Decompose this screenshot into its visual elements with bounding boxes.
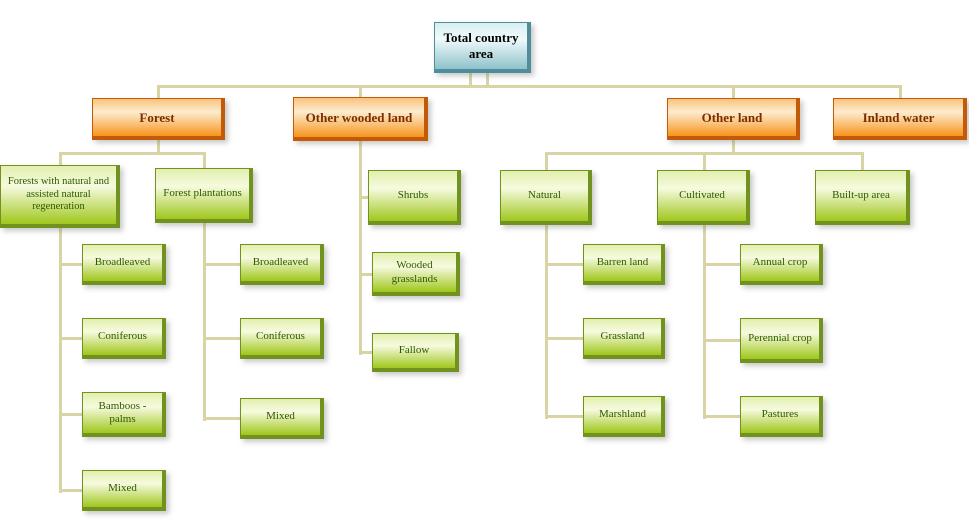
node-fallow-label: Fallow — [398, 344, 430, 357]
connector-stub-fn-mixed — [62, 489, 82, 492]
node-perennial-crop-label: Perennial crop — [748, 332, 812, 345]
node-forest-plantations-label: Forest plantations — [163, 187, 242, 200]
node-fn-coniferous-label: Coniferous — [98, 330, 147, 343]
node-annual-crop-label: Annual crop — [752, 256, 808, 269]
connector-other-land-down — [732, 140, 735, 152]
connector-cultivated-spine — [703, 225, 706, 419]
node-barren-land-label: Barren land — [596, 256, 649, 269]
node-wooded-grasslands-label: Wooded grasslands — [391, 259, 438, 285]
connector-stub-pastures — [706, 415, 740, 418]
connector-forests-natural-spine — [59, 228, 62, 493]
node-fn-broadleaved-label: Broadleaved — [94, 256, 151, 269]
connector-stub-fp-mixed — [206, 417, 240, 420]
node-marshland: Marshland — [583, 396, 665, 437]
node-fp-mixed: Mixed — [240, 398, 324, 439]
connector-natural-spine — [545, 225, 548, 419]
connector-stub-grassland — [548, 337, 583, 340]
connector-stub-perennial-crop — [706, 339, 740, 342]
node-natural: Natural — [500, 170, 592, 225]
node-total-country-area: Total country area — [434, 22, 531, 73]
node-fn-bamboos-palms-label: Bamboos - palms — [98, 399, 147, 425]
node-barren-land: Barren land — [583, 244, 665, 285]
node-fp-coniferous: Coniferous — [240, 318, 324, 359]
node-forest: Forest — [92, 98, 225, 140]
node-other-wooded-land: Other wooded land — [293, 97, 428, 141]
connector-stub-fp-coniferous — [206, 337, 240, 340]
node-forests-natural: Forests with natural and assisted natura… — [0, 165, 120, 228]
node-inland-water: Inland water — [833, 98, 967, 140]
connector-stub-annual-crop — [706, 263, 740, 266]
node-fn-bamboos-palms: Bamboos - palms — [82, 392, 166, 437]
node-grassland: Grassland — [583, 318, 665, 359]
connector-stub-fp-broadleaved — [206, 263, 240, 266]
node-fn-mixed-label: Mixed — [108, 482, 137, 495]
node-fallow: Fallow — [372, 333, 459, 372]
node-forests-natural-label: Forests with natural and assisted natura… — [7, 175, 110, 213]
connector-drop-cultivated — [703, 152, 706, 170]
connector-stub-fn-bamboos — [62, 413, 82, 416]
connector-drop-forest-plantations — [203, 152, 206, 168]
connector-stub-shrubs — [362, 196, 368, 199]
node-fn-mixed: Mixed — [82, 470, 166, 511]
node-natural-label: Natural — [528, 189, 561, 202]
node-marshland-label: Marshland — [598, 408, 647, 421]
node-fn-coniferous: Coniferous — [82, 318, 166, 359]
connector-forest-bus — [59, 152, 206, 155]
node-fn-broadleaved: Broadleaved — [82, 244, 166, 285]
node-grassland-label: Grassland — [600, 330, 645, 343]
node-cultivated-label: Cultivated — [679, 189, 725, 202]
node-pastures-label: Pastures — [761, 408, 799, 421]
connector-owl-spine — [359, 141, 362, 355]
node-built-up-area: Built-up area — [815, 170, 910, 225]
node-annual-crop: Annual crop — [740, 244, 823, 285]
connector-stub-barren-land — [548, 263, 583, 266]
node-inland-water-label: Inland water — [862, 109, 935, 125]
node-other-land: Other land — [667, 98, 800, 140]
node-wooded-grasslands: Wooded grasslands — [372, 252, 460, 296]
connector-stub-fallow — [362, 351, 372, 354]
connector-drop-inland-water — [899, 85, 902, 98]
node-built-up-area-label: Built-up area — [832, 189, 890, 202]
connector-drop-other-wooded-land — [359, 85, 362, 97]
node-shrubs: Shrubs — [368, 170, 461, 225]
node-fp-mixed-label: Mixed — [266, 410, 295, 423]
node-forest-plantations: Forest plantations — [155, 168, 253, 223]
node-other-land-label: Other land — [701, 109, 763, 125]
connector-drop-natural — [545, 152, 548, 170]
node-other-wooded-land-label: Other wooded land — [305, 109, 413, 125]
connector-forest-down — [157, 140, 160, 152]
node-perennial-crop: Perennial crop — [740, 318, 823, 363]
node-pastures: Pastures — [740, 396, 823, 437]
node-cultivated: Cultivated — [657, 170, 750, 225]
connector-root-stub-left — [469, 73, 472, 87]
connector-stub-wooded-grasslands — [362, 273, 372, 276]
connector-drop-other-land — [732, 85, 735, 98]
node-fp-broadleaved-label: Broadleaved — [252, 256, 309, 269]
connector-stub-fn-broadleaved — [62, 263, 82, 266]
node-total-country-area-label: Total country area — [443, 30, 519, 61]
node-shrubs-label: Shrubs — [397, 189, 429, 202]
connector-level2-bus — [157, 85, 902, 88]
connector-stub-fn-coniferous — [62, 337, 82, 340]
connector-drop-forests-natural — [59, 152, 62, 165]
connector-stub-marshland — [548, 415, 583, 418]
node-fp-broadleaved: Broadleaved — [240, 244, 324, 285]
connector-forest-plantations-spine — [203, 223, 206, 421]
connector-drop-built-up — [861, 152, 864, 170]
connector-root-stub-right — [486, 73, 489, 87]
node-fp-coniferous-label: Coniferous — [256, 330, 305, 343]
node-forest-label: Forest — [139, 109, 175, 125]
connector-drop-forest — [157, 85, 160, 98]
